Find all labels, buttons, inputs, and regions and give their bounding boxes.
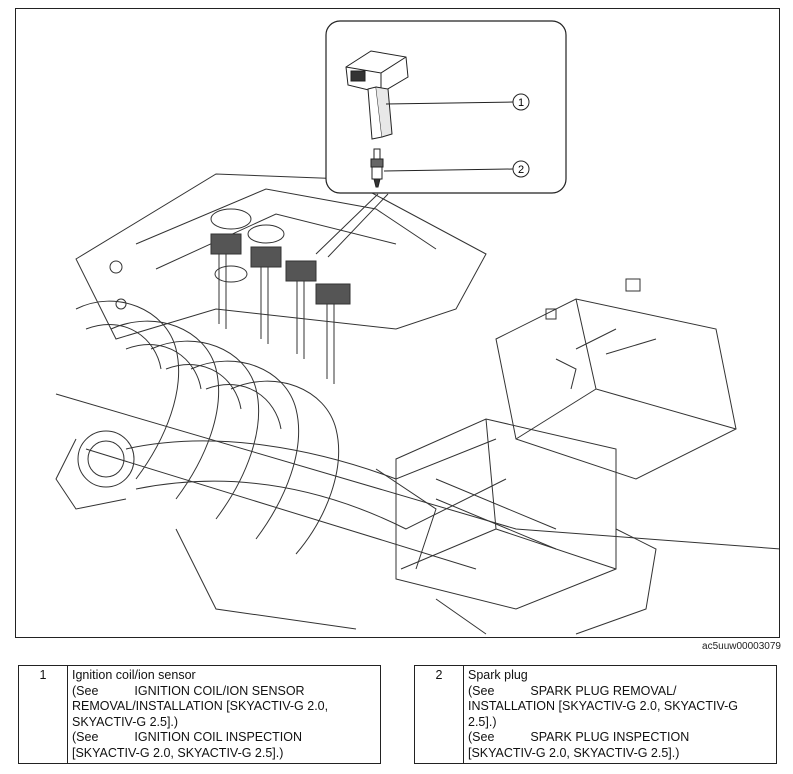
reference-link-1[interactable]: (See IGNITION COIL/ION SENSOR <box>72 684 376 700</box>
callout-circle-2 <box>512 160 530 178</box>
legend-description: Spark plug (See SPARK PLUG REMOVAL/ INSTA… <box>463 665 777 764</box>
reference-title[interactable]: SPARK PLUG REMOVAL/ <box>530 683 677 698</box>
callout-number-2: 2 <box>518 164 524 176</box>
reference-title[interactable]: IGNITION COIL/ION SENSOR <box>134 683 305 698</box>
see-label: (See <box>468 683 495 698</box>
leader-line-1 <box>385 101 514 105</box>
see-label: (See <box>468 730 495 744</box>
reference-line: SKYACTIV-G 2.5].) <box>72 714 179 729</box>
reference-line: 2.5].) <box>468 714 497 729</box>
engine-drawing: 1 2 <box>55 20 779 635</box>
part-name: Ignition coil/ion sensor <box>72 668 196 682</box>
ignition-coil-drawing <box>345 50 409 140</box>
reference-line: REMOVAL/INSTALLATION [SKYACTIV-G 2.0, <box>72 699 329 713</box>
reference-link-2[interactable]: (See IGNITION COIL INSPECTION <box>72 730 376 746</box>
part-name: Spark plug <box>468 668 528 682</box>
spark-plug-drawing <box>370 148 384 188</box>
legend-number: 2 <box>414 665 464 764</box>
engine-linework <box>55 173 779 635</box>
legend-row: 2 Spark plug (See SPARK PLUG REMOVAL/ INS… <box>414 665 777 764</box>
engine-illustration: 1 2 <box>15 8 780 638</box>
leader-line-2 <box>383 168 514 172</box>
reference-title[interactable]: SPARK PLUG INSPECTION <box>530 730 690 744</box>
see-label: (See <box>72 683 99 698</box>
callout-number-1: 1 <box>518 97 524 109</box>
legend-table-2: 2 Spark plug (See SPARK PLUG REMOVAL/ INS… <box>414 665 777 764</box>
see-label: (See <box>72 730 99 744</box>
reference-link-1[interactable]: (See SPARK PLUG REMOVAL/ <box>468 684 772 700</box>
legend-number: 1 <box>18 665 68 764</box>
callout-box <box>325 20 567 194</box>
reference-link-2[interactable]: (See SPARK PLUG INSPECTION <box>468 730 772 746</box>
callout-circle-1 <box>512 93 530 111</box>
reference-line: INSTALLATION [SKYACTIV-G 2.0, SKYACTIV-G <box>468 699 738 713</box>
reference-line: [SKYACTIV-G 2.0, SKYACTIV-G 2.5].) <box>72 745 284 760</box>
reference-title[interactable]: IGNITION COIL INSPECTION <box>134 730 303 744</box>
figure-code: ac5uuw00003079 <box>702 641 781 652</box>
reference-line: [SKYACTIV-G 2.0, SKYACTIV-G 2.5].) <box>468 745 680 760</box>
